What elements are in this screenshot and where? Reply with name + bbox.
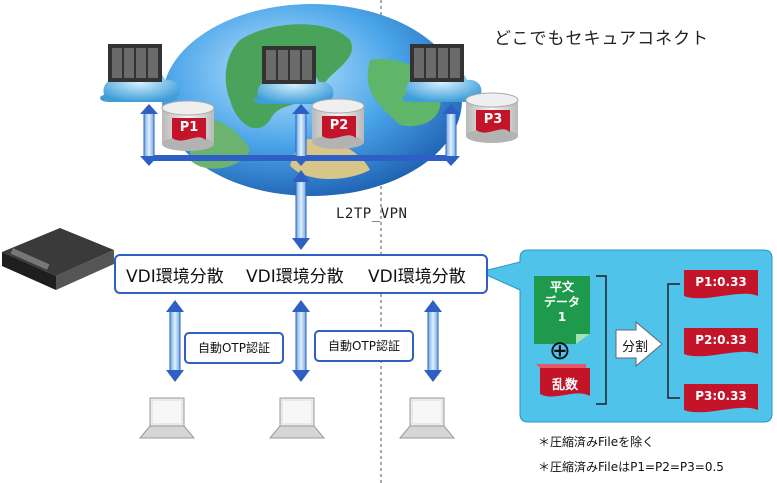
vdi-label: VDI環境分散	[126, 267, 224, 287]
plaintext-line3: 1	[557, 310, 567, 324]
note-compressed-ratio: ＊圧縮済みFileはP1=P2=P3=0.5	[538, 460, 724, 474]
note-compressed-excluded: ＊圧縮済みFileを除く	[538, 435, 655, 449]
pipe-connector	[424, 300, 442, 382]
server-appliance-icon	[2, 228, 114, 290]
otp-auth-box: 自動OTP認証	[184, 332, 284, 364]
otp-auth-box: 自動OTP認証	[314, 330, 414, 362]
ratio-flag-icon	[684, 384, 758, 413]
plaintext-document-label: 平文 データ 1	[534, 280, 590, 325]
ratio-label-p2: P2:0.33	[695, 333, 747, 347]
ratio-flag-icon	[684, 270, 758, 299]
storage-cylinder-icon	[161, 100, 215, 151]
pipe-connector	[292, 300, 310, 382]
storage-cylinder-icon	[465, 92, 519, 143]
plaintext-line2: データ	[543, 295, 580, 309]
storage-label-p3: P3	[483, 112, 503, 127]
storage-label-p2: P2	[329, 118, 349, 133]
pipe-connector	[442, 104, 460, 166]
tagline: どこでもセキュアコネクト	[494, 29, 710, 49]
cloud-server-icon	[100, 44, 180, 102]
cloud-server-icon	[254, 46, 334, 104]
ratio-label-p1: P1:0.33	[695, 275, 747, 289]
bracket-right	[667, 283, 680, 399]
storage-cylinder-icon	[311, 98, 365, 149]
xor-symbol-icon: ⊕	[549, 336, 571, 366]
vdi-environment-box: VDI環境分散 VDI環境分散 VDI環境分散	[114, 254, 488, 294]
storage-label-p1: P1	[179, 120, 199, 135]
vpn-pipe-connector	[292, 170, 310, 250]
ratio-label-p3: P3:0.33	[695, 389, 747, 403]
pipe-connector	[166, 300, 184, 382]
pipe-connector	[292, 104, 310, 166]
laptop-icon	[398, 397, 456, 439]
cloud-server-icon	[402, 44, 482, 102]
vdi-label: VDI環境分散	[368, 267, 466, 287]
bracket-left	[596, 275, 607, 405]
vpn-label: L2TP_VPN	[336, 206, 408, 222]
pipe-connector	[140, 104, 158, 166]
laptop-icon	[268, 397, 326, 439]
laptop-icon	[138, 397, 196, 439]
split-arrow-icon	[615, 320, 663, 368]
ratio-flag-icon	[684, 328, 758, 357]
plaintext-document-icon	[534, 276, 590, 344]
vdi-label: VDI環境分散	[246, 267, 344, 287]
plaintext-line1: 平文	[549, 280, 574, 294]
random-label: 乱数	[551, 378, 578, 393]
split-label: 分割	[622, 340, 649, 355]
random-flag-icon	[536, 364, 590, 397]
